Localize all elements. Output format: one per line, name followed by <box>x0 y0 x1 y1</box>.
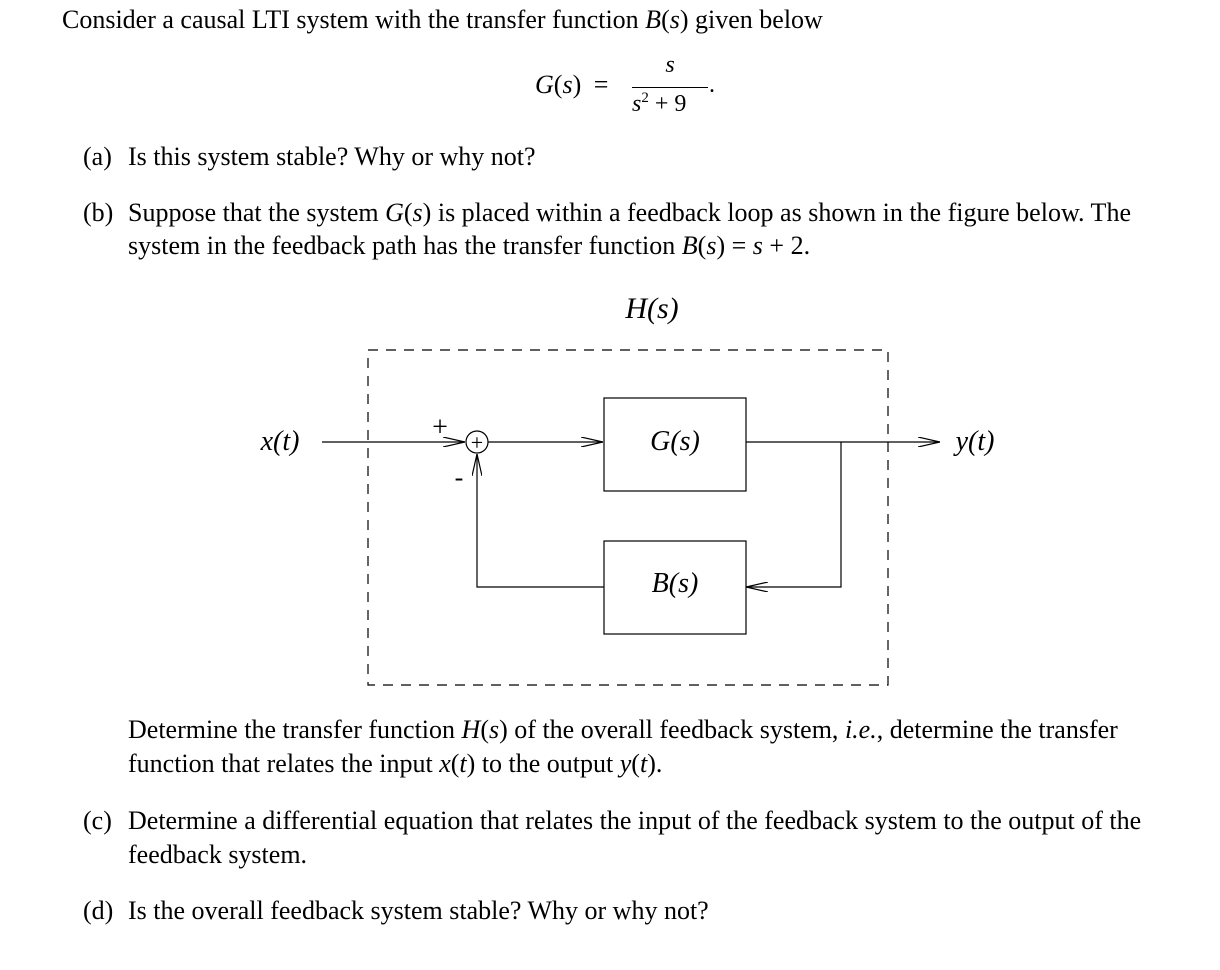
output-label: y(t) <box>953 426 995 457</box>
part-b-line1-func: G <box>385 198 404 227</box>
determine-line2-y: y <box>619 749 632 778</box>
equals-sign: = <box>593 70 609 99</box>
feedback-pickoff-arrow <box>746 442 842 587</box>
determine-line2-mid: to the output <box>475 749 620 778</box>
part-b-line1: Suppose that the system G(s) is placed w… <box>128 198 1131 227</box>
g-block <box>603 397 747 492</box>
feedback-return-arrow <box>477 454 604 588</box>
part-b-label: (b) <box>83 198 114 227</box>
determine-line1-mid: of the overall feedback system, <box>507 715 845 744</box>
determine-line2-post: . <box>655 749 663 778</box>
part-b-line2-pre: system in the feedback path has the tran… <box>128 231 682 260</box>
g-block-label: G(s) <box>650 426 700 457</box>
fraction-bar <box>632 87 708 88</box>
intro-sentence: Consider a causal LTI system with the tr… <box>62 5 823 34</box>
part-b-line2-rhs-var: s <box>752 231 763 260</box>
determine-line2-xvar: t <box>459 749 467 778</box>
part-b-line2: system in the feedback path has the tran… <box>128 231 811 260</box>
equation-lhs: G(s) = <box>535 70 609 99</box>
part-b-line2-eq: = <box>725 231 753 260</box>
intro-text: Consider a causal LTI system with the tr… <box>62 5 646 34</box>
minus-sign: - <box>455 463 464 492</box>
determine-line2-x: x <box>439 749 451 778</box>
part-d-text: Is the overall feedback system stable? W… <box>128 896 709 925</box>
intro-post: given below <box>688 5 823 34</box>
part-b-line1-post: is placed within a feedback loop as show… <box>431 198 1131 227</box>
equation-numerator: s <box>665 52 675 78</box>
h-label: H(s) <box>624 292 678 325</box>
part-c-line1: Determine a differential equation that r… <box>128 806 1142 835</box>
determine-line1-h: H <box>461 715 481 744</box>
denominator-rest: + 9 <box>654 91 687 117</box>
part-a-text: Is this system stable? Why or why not? <box>128 142 536 171</box>
input-label: x(t) <box>260 426 300 457</box>
part-c-label: (c) <box>83 806 112 835</box>
part-b-line1-var: s <box>412 198 423 227</box>
determine-line2-yvar: t <box>639 749 648 778</box>
feedback-block-diagram: H(s) x(t) + + - G(s) y(t) B(s) <box>260 292 995 686</box>
part-b-line2-var: s <box>706 231 717 260</box>
equation-lhs-var: s <box>562 70 573 99</box>
determine-line1-hvar: s <box>488 715 500 744</box>
part-d-label: (d) <box>83 896 114 925</box>
part-b-line2-func: B <box>681 231 698 260</box>
intro-func: B <box>645 5 662 34</box>
denominator-exp: 2 <box>641 90 649 106</box>
determine-line1-post: , determine the transfer <box>876 715 1118 744</box>
plus-sign: + <box>432 412 448 443</box>
part-b-line2-rhs-rest: + 2. <box>762 231 811 260</box>
part-c-line2: feedback system. <box>128 840 308 869</box>
b-block-label: B(s) <box>652 568 699 599</box>
determine-line1-ie: i.e. <box>844 715 877 744</box>
equation-denominator: s2 + 9 <box>632 90 686 118</box>
equation-period: . <box>709 72 715 98</box>
determine-line2-pre: function that relates the input <box>128 749 440 778</box>
denominator-base: s <box>632 91 642 117</box>
determine-line1: Determine the transfer function H(s) of … <box>128 715 1118 744</box>
h-boundary-box <box>367 349 889 686</box>
part-b-line1-pre: Suppose that the system <box>128 198 386 227</box>
intro-var: s <box>669 5 680 34</box>
part-a-label: (a) <box>83 142 112 171</box>
summing-junction-symbol: + <box>471 430 483 455</box>
determine-line2: function that relates the input x(t) to … <box>128 749 663 778</box>
determine-line1-pre: Determine the transfer function <box>128 715 462 744</box>
equation-lhs-func: G <box>535 70 554 99</box>
